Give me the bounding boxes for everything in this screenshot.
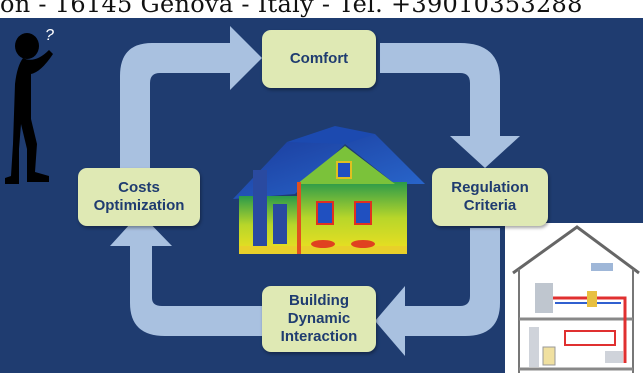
building-label-line3: Interaction (280, 328, 358, 345)
costs-label-line2: Optimization (93, 197, 185, 214)
diagram-panel: ? (0, 18, 643, 373)
costs-optimization-box: Costs Optimization (78, 168, 200, 226)
cycle-arrows (110, 26, 520, 356)
arrow-regulation-to-building (375, 228, 500, 356)
regulation-criteria-box: Regulation Criteria (432, 168, 548, 226)
svg-text:?: ? (45, 27, 54, 44)
arrow-building-to-costs (110, 213, 262, 336)
building-label-line1: Building (289, 292, 349, 309)
comfort-label: Comfort (289, 50, 349, 67)
regulation-label-line2: Criteria (463, 197, 517, 214)
costs-label-line1: Costs (118, 179, 160, 196)
header-text: on - 16145 Genova - Italy - Tel. +390103… (0, 0, 583, 18)
building-label-line2: Dynamic (287, 310, 351, 327)
arrow-comfort-to-regulation (380, 43, 520, 168)
building-dynamic-interaction-box: Building Dynamic Interaction (262, 286, 376, 352)
arrow-costs-to-comfort (120, 26, 262, 168)
heating-system-icon (505, 223, 643, 373)
thinking-person-icon: ? (5, 27, 54, 184)
thermal-house-icon (233, 126, 425, 254)
regulation-label-line1: Regulation (451, 179, 529, 196)
comfort-box: Comfort (262, 30, 376, 88)
